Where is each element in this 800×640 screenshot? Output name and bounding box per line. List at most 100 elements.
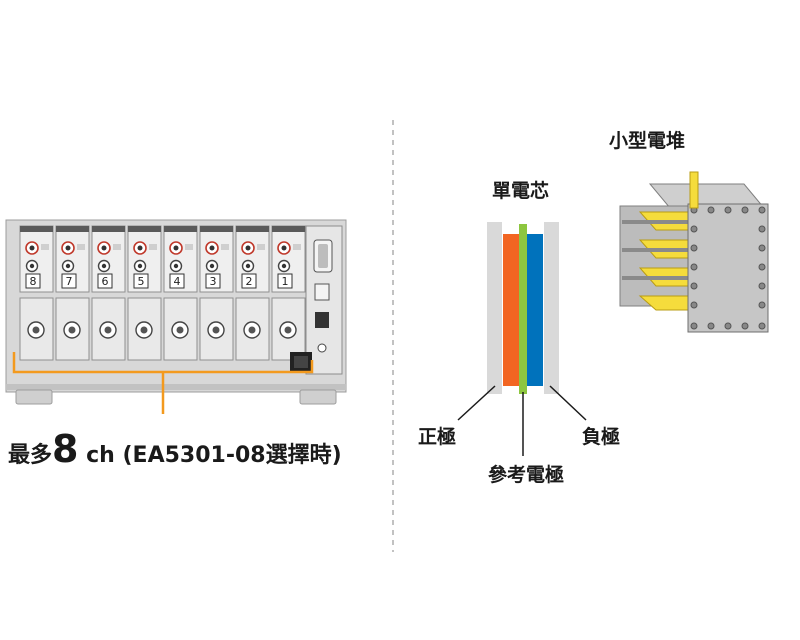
channel-number: 7	[66, 275, 73, 288]
small-stack-diagram	[619, 171, 769, 333]
stack-bolt	[690, 301, 698, 309]
stack-tie-rods	[622, 220, 700, 280]
channel-number-box	[97, 273, 113, 289]
channel-number-box	[241, 273, 257, 289]
stack-bolt	[724, 206, 732, 214]
stack-bolt	[707, 322, 715, 330]
channel-caption: 最多8 ch (EA5301-08選擇時)	[8, 430, 342, 468]
caption-number: 8	[52, 427, 79, 471]
separator-right	[544, 222, 559, 394]
stack-bolt	[690, 263, 698, 271]
caption-prefix: 最多	[8, 443, 53, 468]
channel-number-box	[133, 273, 149, 289]
stack-bolt	[758, 282, 766, 290]
module-indicator	[293, 244, 301, 250]
reference-layer	[519, 224, 527, 394]
stack-bolt	[690, 244, 698, 252]
reference-label: 參考電極	[488, 464, 565, 486]
stack-bolts	[690, 206, 766, 330]
io-block	[290, 225, 343, 375]
module-indicator	[185, 244, 193, 250]
caption-suffix: ch (EA5301-08選擇時)	[78, 443, 342, 468]
stack-bolt	[758, 301, 766, 309]
module-header	[92, 226, 125, 232]
connector-t-pin	[284, 326, 292, 334]
connector-t-pin	[176, 326, 184, 334]
single-cell-title: 單電芯	[492, 180, 550, 202]
channel-module: 8	[19, 225, 54, 361]
connector-l-pin	[65, 263, 71, 269]
channel-number: 8	[30, 275, 37, 288]
module-indicator	[113, 244, 121, 250]
module-header	[128, 226, 161, 232]
connector-t-pin	[104, 326, 112, 334]
channel-module: 7	[55, 225, 90, 361]
module-indicator	[41, 244, 49, 250]
connector-l-pin	[29, 263, 35, 269]
connector-l-pin	[173, 263, 179, 269]
module-header	[20, 226, 53, 232]
module-header	[56, 226, 89, 232]
connector-u-pin	[245, 245, 251, 251]
stack-front-plate	[687, 203, 769, 333]
connector-t-pin	[248, 326, 256, 334]
stack-bolt	[690, 282, 698, 290]
stack-bolt	[758, 322, 766, 330]
positive-leader	[457, 385, 496, 421]
channel-number-box	[61, 273, 77, 289]
channel-module: 2	[235, 225, 270, 361]
separator-left	[487, 222, 502, 394]
single-cell-diagram	[457, 222, 587, 456]
stack-bolt	[758, 206, 766, 214]
channel-number: 1	[282, 275, 289, 288]
channel-module: 4	[163, 225, 198, 361]
positive-label: 正極	[418, 426, 457, 448]
connector-l-pin	[137, 263, 143, 269]
stack-bolt	[724, 322, 732, 330]
instrument-rear-panel: 8 7 6 5 4 3 2 1	[5, 219, 347, 414]
connector-u-pin	[101, 245, 107, 251]
negative-layer	[527, 234, 543, 386]
connector-t-pin	[68, 326, 76, 334]
stack-bolt	[758, 244, 766, 252]
stack-bolt	[758, 225, 766, 233]
channel-module: 1	[271, 225, 306, 361]
connector-t-pin	[32, 326, 40, 334]
negative-leader	[549, 385, 587, 421]
connector-u-pin	[65, 245, 71, 251]
channel-module: 5	[127, 225, 162, 361]
stack-terminal	[689, 171, 699, 209]
channel-number: 4	[174, 275, 181, 288]
channel-number: 2	[246, 275, 253, 288]
stack-bolt	[707, 206, 715, 214]
module-header	[236, 226, 269, 232]
small-stack-title: 小型電堆	[609, 130, 686, 152]
channel-number: 5	[138, 275, 145, 288]
module-indicator	[149, 244, 157, 250]
channel-number: 3	[210, 275, 217, 288]
channel-modules: 8 7 6 5 4 3 2 1	[19, 225, 306, 361]
connector-u-pin	[29, 245, 35, 251]
channel-number-box	[277, 273, 293, 289]
channel-module: 3	[199, 225, 234, 361]
channel-number-box	[25, 273, 41, 289]
module-header	[164, 226, 197, 232]
module-indicator	[221, 244, 229, 250]
connector-u-pin	[209, 245, 215, 251]
connector-l-pin	[281, 263, 287, 269]
module-header	[200, 226, 233, 232]
channel-number-box	[205, 273, 221, 289]
connector-u-pin	[173, 245, 179, 251]
stack-bolt	[690, 322, 698, 330]
connector-l-pin	[209, 263, 215, 269]
stack-bolt	[741, 322, 749, 330]
negative-label: 負極	[582, 426, 621, 448]
channel-number: 6	[102, 275, 109, 288]
connector-u-pin	[281, 245, 287, 251]
module-indicator	[77, 244, 85, 250]
module-indicator	[257, 244, 265, 250]
module-header	[272, 226, 305, 232]
connector-l-pin	[245, 263, 251, 269]
